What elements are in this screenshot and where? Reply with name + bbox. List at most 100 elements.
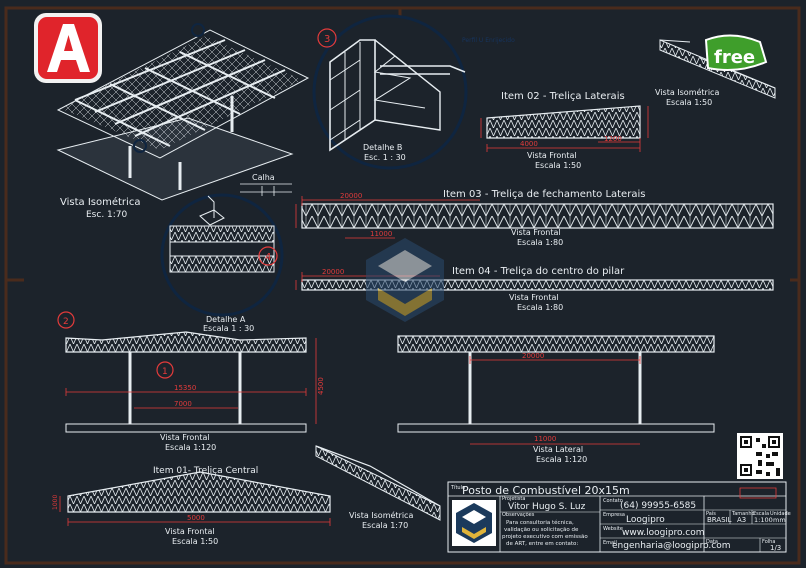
tb-country: BRASIL — [707, 516, 732, 524]
tb-designer-label: Projetista — [502, 496, 525, 502]
dim-7000: 7000 — [174, 400, 192, 408]
tb-country-label: País — [706, 510, 716, 517]
dim-11000-b: 11000 — [534, 435, 556, 443]
item02-iso-scale: Escala 1:50 — [666, 98, 712, 107]
item03-title: Item 03 - Treliça de fechamento Laterais — [443, 189, 645, 200]
detalhe-b-label: Detalhe B — [363, 143, 402, 152]
item03-escala: Escala 1:80 — [517, 238, 563, 247]
item01-isometric — [315, 445, 441, 521]
loogipro-watermark — [366, 238, 444, 322]
dim-20000-b: 20000 — [322, 268, 344, 276]
detail-a-view — [160, 193, 284, 317]
item02-title: Item 02 - Treliça Laterais — [501, 91, 625, 102]
main-front-vista: Vista Frontal — [160, 433, 210, 442]
callout-1-label: 1 — [162, 367, 168, 377]
lateral-vista: Vista Lateral — [533, 445, 583, 454]
tb-designer: Vitor Hugo S. Luz — [508, 502, 586, 512]
item01-escala: Escala 1:50 — [172, 537, 218, 546]
callout-1 — [156, 361, 174, 379]
tb-scale: 1:100 — [754, 516, 773, 524]
tb-phone[interactable]: (64) 99955-6585 — [620, 501, 696, 511]
tb-company-label: Empresa — [603, 512, 625, 518]
item02-dimension — [486, 138, 641, 152]
tb-obs-line-1: Para consultoria técnica, — [506, 519, 574, 526]
qr-code[interactable] — [737, 433, 783, 479]
tb-scale-label: Escala — [753, 511, 769, 517]
item01-dimension — [59, 496, 331, 526]
dim-11000: 11000 — [370, 230, 392, 238]
detail-marker — [133, 139, 147, 153]
tb-obs-label: Observações — [502, 512, 535, 518]
vista-isometrica-label: Vista Isométrica — [60, 196, 140, 208]
callout-4-label: 4 — [265, 252, 271, 263]
tb-email[interactable]: engenharia@loogipro.com — [612, 541, 731, 551]
item03-dimension — [295, 196, 480, 239]
main-lateral-view — [397, 335, 715, 433]
tb-sheet-label: Tamanho — [731, 511, 755, 517]
item04-vista: Vista Frontal — [509, 293, 559, 302]
calha-detail — [240, 183, 292, 196]
detalhe-b-scale: Esc. 1 : 30 — [364, 153, 406, 162]
tb-page: 1/3 — [770, 544, 781, 552]
item02-iso-label: Vista Isométrica — [655, 87, 719, 97]
tb-company: Loogipro — [626, 515, 665, 525]
dim-1200: 1200 — [604, 135, 622, 143]
tb-unit-label: Unidade — [770, 511, 791, 517]
tb-website[interactable]: www.loogipro.com — [622, 528, 705, 538]
title-block-logo — [452, 500, 496, 546]
tb-project-label: Título — [450, 484, 465, 491]
tb-date-label: Data — [706, 539, 718, 545]
callout-2-label: 2 — [63, 317, 69, 327]
item02-vista: Vista Frontal — [527, 151, 577, 160]
tb-unit: mm — [773, 516, 786, 524]
isometric-canopy-view — [56, 29, 310, 201]
callout-4 — [258, 246, 278, 266]
callout-2 — [57, 311, 75, 329]
main-front-view — [65, 331, 307, 433]
sheet-border — [4, 6, 801, 565]
item01-iso-scale: Escala 1:70 — [362, 521, 408, 530]
detalhe-a-scale: Escala 1 : 30 — [203, 324, 254, 333]
item04-escala: Escala 1:80 — [517, 303, 563, 312]
item02-height-dim — [480, 106, 649, 138]
item03-vista: Vista Frontal — [511, 228, 561, 237]
lateral-escala: Escala 1:120 — [536, 455, 587, 464]
svg-text:free: free — [714, 47, 755, 68]
tb-website-label: Website — [603, 526, 623, 532]
dim-4000: 4000 — [520, 140, 538, 148]
item01-vista: Vista Frontal — [165, 527, 215, 536]
calha-label: Calha — [252, 173, 275, 182]
tb-contact-label: Contato — [603, 498, 623, 504]
main-front-dimensions — [65, 338, 317, 424]
tb-obs-line-4: de ART, entre em contato: — [506, 541, 578, 547]
item04-title: Item 04 - Treliça do centro do pilar — [452, 266, 625, 277]
vista-isometrica-scale: Esc. 1:70 — [86, 210, 128, 220]
title-block — [447, 481, 787, 553]
free-badge: free — [704, 34, 768, 71]
dim-1000: 1000 — [52, 495, 59, 510]
dim-5000: 5000 — [187, 514, 205, 522]
autocad-app-icon[interactable] — [34, 13, 102, 83]
detail-b-view — [312, 14, 468, 170]
item04-truss — [301, 279, 774, 291]
tb-obs-line-3: projeto executivo com emissão — [502, 534, 588, 540]
item01-truss — [67, 471, 331, 513]
tb-email-label: Email — [603, 540, 617, 546]
callout-3 — [317, 28, 337, 48]
item02-escala: Escala 1:50 — [535, 161, 581, 170]
dim-15350: 15350 — [174, 384, 196, 392]
detalhe-a-label: Detalhe A — [206, 315, 246, 324]
dim-4500: 4500 — [317, 377, 325, 395]
tb-obs-line-2: validação ou solicitação de — [504, 527, 579, 533]
lateral-dimensions — [469, 356, 641, 445]
tb-project-title: Posto de Combustível 20x15m — [462, 484, 630, 497]
item01-iso-label: Vista Isométrica — [349, 510, 413, 520]
main-front-escala: Escala 1:120 — [165, 443, 216, 452]
dim-20000-c: 20000 — [522, 352, 544, 360]
item01-title: Item 01- Treliça Central — [153, 466, 258, 476]
detail-marker — [191, 23, 205, 37]
tb-sheet: A3 — [737, 516, 746, 524]
tb-page-label: Folha — [762, 539, 775, 545]
item03-truss — [301, 203, 774, 229]
